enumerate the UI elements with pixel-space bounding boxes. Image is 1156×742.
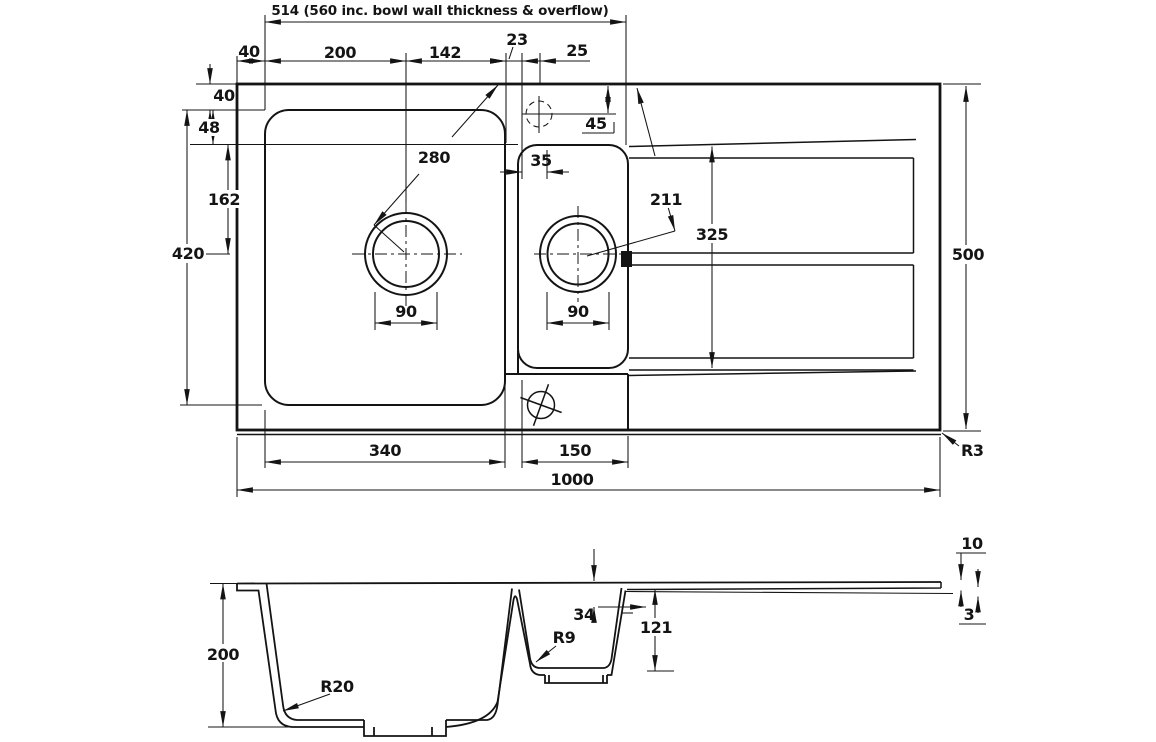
tap-ledge-outline [504,350,629,430]
drainer-bottom-edge [628,370,917,377]
dim-3-label: 3 [964,605,975,624]
label-bg [170,244,206,263]
dim-325-label: 325 [696,225,728,244]
small-drain-centerlines [534,206,624,302]
label-bg [648,189,684,208]
main-drain-centerlines [352,202,462,306]
sink-outline [235,82,942,432]
dim-r20-label: R20 [320,677,354,696]
overall-width-title: 514 (560 inc. bowl wall thickness & over… [271,3,608,19]
tap-hole-top [522,96,557,133]
dim-121-label: 121 [640,618,672,637]
dim-r9-label: R9 [553,628,576,647]
leader-r9 [535,645,557,663]
dim-left-40-label: 40 [213,86,235,105]
label-bg [640,618,671,636]
section-drainer-underside [626,582,942,591]
label-bg [197,119,222,136]
drainer-groove-lines [629,157,914,371]
section-top-surface [236,581,942,585]
dim-top-25-label: 25 [566,41,588,60]
plan-extension-lines [180,15,981,672]
dim-90-main-label: 90 [395,302,417,321]
dim-top-23-label: 23 [506,30,527,49]
small-bowl-outer-right [607,590,627,676]
drainer-grooves [621,138,917,377]
dim-top-142-label: 142 [429,43,461,62]
dim-150-label: 150 [559,441,591,460]
dim-34-label: 34 [573,605,595,624]
dim-211-label: 211 [650,190,682,209]
leader-280-down [373,173,420,226]
section-view: 200 R20 R9 34 121 10 3 [204,534,986,737]
section-drainer-lip [625,590,954,595]
leader-r20 [282,693,331,712]
tap-hole-bottom [520,384,562,426]
dim-left-420-label: 420 [172,244,204,263]
dim-left-48-label: 48 [198,118,220,137]
tap-hole-top-cross [522,96,557,133]
small-bowl-outline [517,144,629,369]
dim-45-label: 45 [585,114,607,133]
leader-r3 [941,432,960,447]
overflow-mark [621,251,632,267]
label-bg [204,644,242,662]
small-drain [534,206,624,302]
label-bg [414,147,455,166]
dim-top-200-label: 200 [324,43,356,62]
main-bowl-inner-right [446,588,513,721]
drainer-top-edge [628,138,917,148]
label-bg [694,224,731,243]
dim-45-leader [557,113,616,134]
main-bowl-outer-left [236,583,364,728]
dim-leader-23 [508,46,514,60]
dim-10-label: 10 [961,534,983,553]
dim-sec-200-label: 200 [207,645,239,664]
small-bowl-inner-right [603,587,623,669]
dim-35-label: 35 [530,151,552,170]
tap-hole-bottom-cross [520,384,562,426]
leader-280-up [451,84,499,138]
plan-dimension-lines [184,19,969,493]
dim-340-label: 340 [369,441,401,460]
divider-outer [445,595,545,728]
section-dimension-lines [208,549,986,728]
main-drain [352,202,462,306]
dim-r3-label: R3 [961,441,984,460]
main-bowl-outline [264,109,506,406]
small-bowl-inner-left [518,589,604,669]
label-bg [207,190,243,208]
dim-500-label: 500 [952,245,984,264]
leader-211-tail [586,230,676,257]
dim-1000-label: 1000 [551,470,594,489]
label-bg [950,245,986,264]
main-bowl-drain-boss [363,720,447,737]
dim-90-small-label: 90 [567,302,589,321]
small-bowl-drain-boss [544,675,608,684]
tap-hole-bottom-circle [526,390,556,420]
dim-left-162-label: 162 [208,190,240,209]
dim-top-40-label: 40 [238,42,260,61]
leader-280-tail [373,224,405,253]
leader-211-up [636,87,656,157]
dim-280-label: 280 [418,148,450,167]
leader-211-down [667,206,676,232]
plan-view: 514 (560 inc. bowl wall thickness & over… [170,3,986,672]
